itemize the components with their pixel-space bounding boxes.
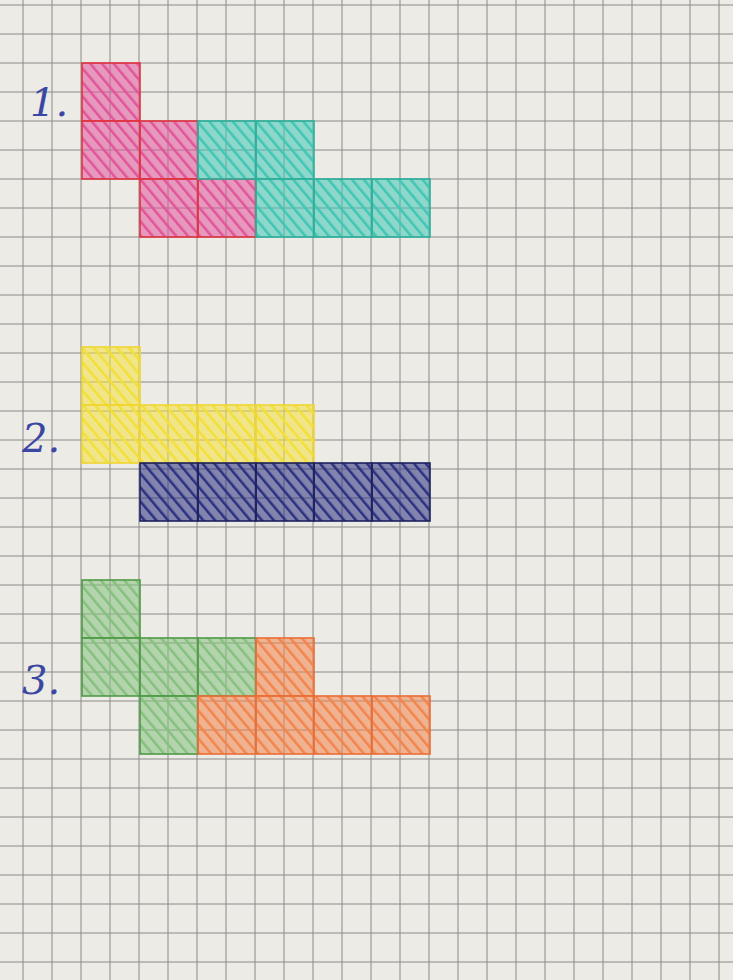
square-cell: [372, 179, 430, 237]
square-cell: [372, 696, 430, 754]
grid-line: [0, 759, 733, 760]
square-cell: [256, 638, 314, 696]
square-cell: [372, 463, 430, 521]
square-cell: [82, 63, 140, 121]
square-cell: [198, 179, 256, 237]
square-cell: [140, 121, 198, 179]
square-cell: [140, 463, 198, 521]
grid-line: [545, 0, 546, 980]
figure-number: 1.: [30, 82, 68, 122]
polyomino: [82, 580, 256, 754]
grid-line: [661, 0, 662, 980]
square-cell: [140, 405, 198, 463]
square-cell: [198, 638, 256, 696]
grid-line: [0, 34, 733, 35]
square-cell: [256, 405, 314, 463]
square-cell: [198, 405, 256, 463]
square-cell: [198, 463, 256, 521]
grid-line: [0, 5, 733, 6]
grid-line: [574, 0, 575, 980]
square-cell: [198, 121, 256, 179]
square-cell: [140, 638, 198, 696]
figure-number: 2.: [22, 418, 60, 458]
square-cell: [256, 696, 314, 754]
grid-line: [516, 0, 517, 980]
square-cell: [314, 179, 372, 237]
grid-line: [52, 0, 53, 980]
polyomino: [82, 63, 256, 237]
grid-line: [0, 846, 733, 847]
grid-line: [719, 0, 720, 980]
grid-line: [0, 324, 733, 325]
polyomino: [198, 638, 430, 754]
grid-line: [0, 527, 733, 528]
polyomino: [140, 463, 430, 521]
grid-line: [23, 0, 24, 980]
square-cell: [140, 179, 198, 237]
square-cell: [198, 696, 256, 754]
grid-line: [458, 0, 459, 980]
grid-line: [0, 788, 733, 789]
square-cell: [82, 580, 140, 638]
square-cell: [256, 121, 314, 179]
grid-line: [603, 0, 604, 980]
grid-line: [0, 875, 733, 876]
square-cell: [140, 696, 198, 754]
figure-number: 3.: [22, 660, 60, 700]
square-cell: [314, 463, 372, 521]
grid-line: [0, 295, 733, 296]
square-cell: [82, 638, 140, 696]
grid-line: [632, 0, 633, 980]
grid-line: [0, 556, 733, 557]
grid-line: [0, 817, 733, 818]
square-cell: [82, 347, 140, 405]
grid-line: [0, 266, 733, 267]
polyomino: [82, 347, 314, 463]
square-cell: [82, 121, 140, 179]
square-cell: [256, 463, 314, 521]
grid-line: [487, 0, 488, 980]
grid-line: [0, 933, 733, 934]
square-cell: [256, 179, 314, 237]
grid-line: [0, 962, 733, 963]
square-cell: [82, 405, 140, 463]
grid-line: [690, 0, 691, 980]
square-cell: [314, 696, 372, 754]
grid-line: [0, 904, 733, 905]
polyomino: [198, 121, 430, 237]
